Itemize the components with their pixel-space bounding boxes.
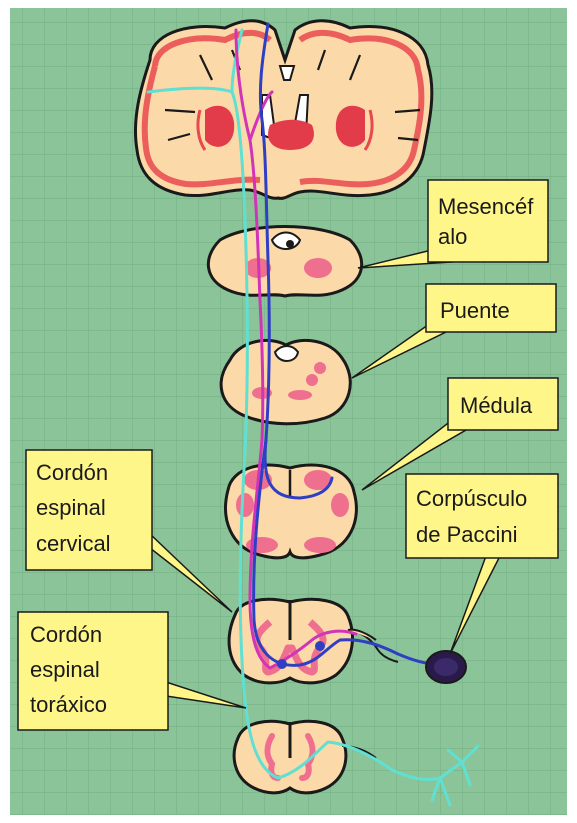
medulla-section bbox=[226, 465, 357, 558]
label-paccini-line1: Corpúsculo bbox=[416, 486, 527, 511]
pons-section bbox=[221, 340, 350, 423]
label-mesencefalo-line2: alo bbox=[438, 224, 467, 249]
paccini-corpuscle bbox=[426, 651, 466, 683]
midbrain-section bbox=[208, 227, 361, 297]
label-cervical-line2: espinal bbox=[36, 495, 106, 520]
label-medula: Médula bbox=[460, 393, 533, 418]
label-mesencefalo-line1: Mesencéf bbox=[438, 194, 534, 219]
label-paccini-line2: de Paccini bbox=[416, 522, 518, 547]
label-toracico-line1: Cordón bbox=[30, 622, 102, 647]
label-toracico-line2: espinal bbox=[30, 657, 100, 682]
label-puente: Puente bbox=[440, 298, 510, 323]
label-cervical-line3: cervical bbox=[36, 531, 111, 556]
label-cervical-line1: Cordón bbox=[36, 460, 108, 485]
label-toracico-line3: toráxico bbox=[30, 692, 107, 717]
